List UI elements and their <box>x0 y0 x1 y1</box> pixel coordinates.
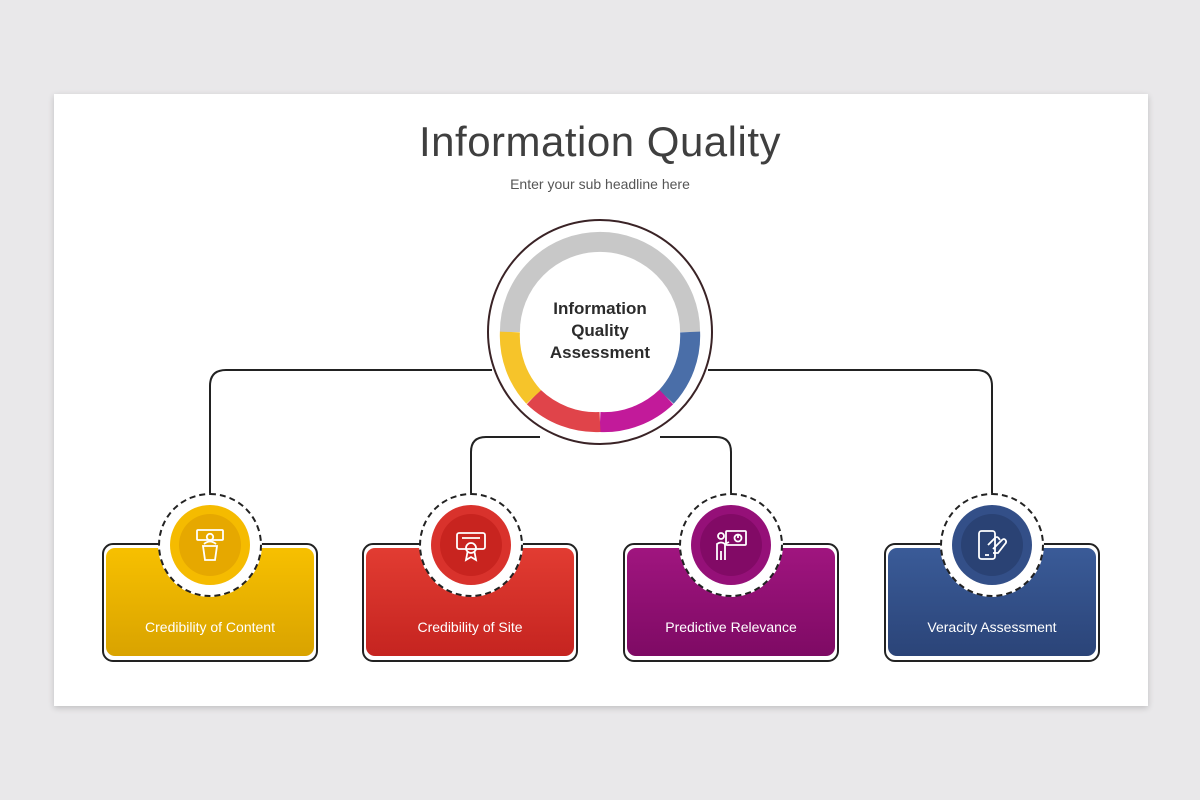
ring-segment-gray <box>499 231 701 333</box>
card-predictive-relevance-label: Predictive Relevance <box>665 619 797 635</box>
presenter-podium-icon <box>196 529 224 561</box>
connector-left <box>209 369 492 495</box>
card-predictive-relevance-badge <box>679 493 783 597</box>
center-label-line3: Assessment <box>549 343 651 362</box>
center-outline <box>487 219 713 445</box>
card-veracity-assessment-badge <box>940 493 1044 597</box>
connector-lines <box>209 369 993 495</box>
card-veracity-assessment-label: Veracity Assessment <box>927 619 1057 635</box>
touch-phone-icon <box>978 530 1008 560</box>
center-ring <box>499 231 701 433</box>
center-label-line2: Quality <box>571 321 629 340</box>
connector-center-right <box>660 436 732 495</box>
certificate-icon <box>456 532 486 562</box>
connector-right <box>708 369 993 495</box>
card-credibility-site-badge <box>419 493 523 597</box>
card-credibility-content-badge <box>158 493 262 597</box>
center-label: Information Quality Assessment <box>530 298 670 364</box>
connector-center-left <box>470 436 540 495</box>
ring-segment-red <box>526 389 601 433</box>
slide-subtitle: Enter your sub headline here <box>510 176 690 192</box>
ring-segment-magenta <box>599 389 674 433</box>
presentation-board-icon <box>716 530 747 560</box>
ring-segment-blue <box>658 331 701 404</box>
center-label-line1: Information <box>553 299 647 318</box>
card-credibility-content-label: Credibility of Content <box>145 619 275 635</box>
slide-title: Information Quality <box>419 118 781 165</box>
card-credibility-site-label: Credibility of Site <box>417 619 523 635</box>
ring-segment-yellow <box>499 331 542 404</box>
